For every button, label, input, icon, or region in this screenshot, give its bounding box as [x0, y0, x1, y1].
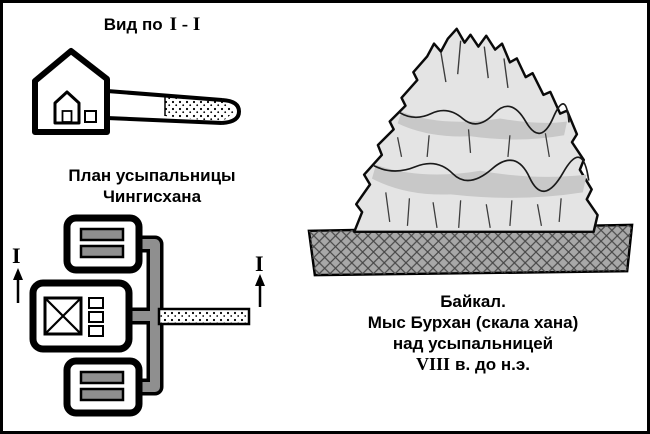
section-view-title-text: Вид по: [103, 15, 163, 34]
chamber-top-bar-2: [79, 244, 125, 259]
plan-drawing: I I: [12, 214, 265, 417]
tunnel-ceiling-line: [106, 89, 223, 102]
section-marker-right-label: I: [255, 251, 264, 276]
chamber-top: [63, 214, 143, 274]
plan-title-line2: Чингисхана: [102, 187, 202, 206]
side-niche: [84, 110, 97, 123]
mountain-upper-shade: [397, 111, 568, 140]
tunnel-floor-line: [106, 116, 223, 125]
section-marker-left-arrow-head: [13, 268, 23, 280]
plan-title: План усыпальницы Чингисхана: [3, 165, 301, 207]
tunnel-arched-end: [221, 98, 242, 125]
rock-texture-lines: [385, 129, 562, 228]
chamber-top-bar-1: [79, 227, 125, 242]
cross-section-drawing: [32, 48, 242, 135]
section-marker-right-arrow-head: [255, 274, 265, 286]
caption-line-4-rest: в. до н.э.: [455, 355, 530, 374]
section-ref-label: I - I: [169, 14, 201, 35]
chamber-bottom: [63, 357, 143, 417]
main-chamber-niche-1: [88, 297, 104, 309]
peak-texture-lines: [440, 40, 509, 89]
section-view-title: Вид по I - I: [3, 14, 301, 35]
mountain-illustration: [307, 27, 634, 277]
caption-roman-numeral: VIII: [416, 354, 451, 374]
ledge-line-lower: [373, 156, 590, 192]
sarcophagus-cross: [44, 297, 82, 335]
entrance-passage-stipple: [160, 310, 248, 323]
main-chamber-niche-3: [88, 325, 104, 337]
ground-base-crosshatch: [308, 224, 633, 276]
photo-caption: Байкал. Мыс Бурхан (скала хана) над усып…: [303, 291, 643, 375]
caption-line-2: Мыс Бурхан (скала хана): [367, 313, 579, 332]
plan-title-line1: План усыпальницы: [68, 166, 236, 185]
chamber-bottom-bar-1: [79, 370, 125, 385]
chamber-bottom-bar-2: [79, 387, 125, 402]
section-marker-left-label: I: [12, 243, 21, 268]
main-chamber-niche-2: [88, 311, 104, 323]
inner-chamber-door: [61, 110, 73, 123]
mountain-lower-shade: [371, 164, 587, 198]
caption-line-1: Байкал.: [440, 292, 506, 311]
tunnel-fill-stipple: [165, 96, 235, 122]
inner-chamber-outline: [53, 90, 81, 125]
ledge-line-upper: [399, 103, 570, 135]
caption-line-3: над усыпальницей: [392, 334, 554, 353]
